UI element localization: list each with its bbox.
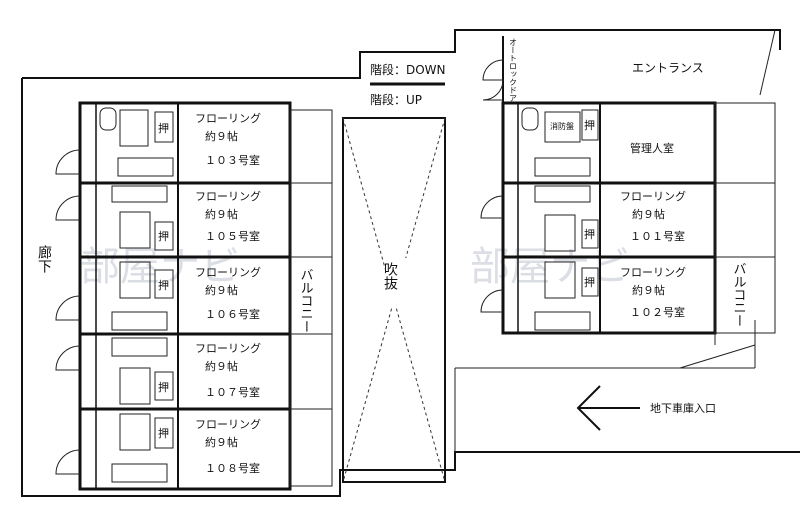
room-105-size: 約９帖 [205,207,238,221]
watermark-text-2: 部屋ナビ [470,244,630,290]
stove-icon [111,463,168,483]
closet-box [581,109,599,141]
unit-107-wet-area [111,337,174,405]
bathtub-icon [119,109,149,147]
left-unit-block: 押 押 押 押 押 フローリング 約９帖 １０３号室 フローリング 約９帖 １０… [55,101,292,491]
room-101-number: １０１号室 [630,229,685,243]
stove-icon [534,185,591,203]
toilet-icon [521,107,539,131]
manager-room-label: 管理人室 [630,141,674,155]
closet-box [154,111,174,143]
unit-105-wet-area [111,185,174,251]
closet-box [154,371,174,401]
room-106-number: １０６号室 [205,307,260,321]
room-102-size: 約９帖 [632,283,665,297]
bathtub-icon [544,261,576,299]
right-unit-outer-wall [501,101,717,335]
door-swing-icon [55,449,81,475]
door-swing-icon [480,289,504,313]
right-unit-block: 消防盤 押 押 押 管理人室 フローリング 約９帖 １０１号室 フローリング 約… [480,101,717,335]
closet-label: 押 [158,426,169,440]
closet-label: 押 [584,227,595,241]
fire-panel-label: 消防盤 [550,121,574,131]
atrium-outline [342,117,446,483]
right-balcony [714,102,776,334]
room-106-floor: フローリング [195,265,261,279]
stove-icon [534,157,591,177]
closet-box [154,269,174,299]
bathtub-icon [119,261,151,299]
closet-box [154,417,174,449]
door-swing-icon [55,195,81,221]
ramp-line [679,344,756,369]
door-swing-icon [55,295,81,321]
autolock-door-label: オートロックドア [509,38,518,102]
closet-label: 押 [158,229,169,243]
stove-icon [111,185,168,203]
stairs-up-label: 階段：UP [370,92,422,107]
atrium-label-bg [385,258,407,306]
closet-box [581,219,599,249]
door-swing-icon [482,59,504,81]
stairs-down-label: 階段：DOWN [370,62,446,77]
room-101-floor: フローリング [620,189,686,203]
closet-label: 押 [584,118,595,132]
corridor-label: 廊下 [36,244,52,273]
room-108-floor: フローリング [195,417,261,431]
closet-label: 押 [158,278,169,292]
upper-right-wall [759,29,776,96]
fire-panel-box [544,111,581,143]
room-108-number: １０８号室 [205,461,260,475]
door-swing-icon [480,195,504,219]
room-103-floor: フローリング [195,111,261,125]
room-105-number: １０５号室 [205,229,260,243]
room-107-number: １０７号室 [205,385,260,399]
balcony-outline [289,109,333,487]
toilet-icon [99,107,117,131]
closet-box [154,221,174,251]
room-106-size: 約９帖 [205,283,238,297]
room-108-size: 約９帖 [205,435,238,449]
left-balcony-label: バルコニー [298,268,314,333]
unit-108-wet-area [111,413,174,483]
watermark-text: 部屋ナビ [80,244,240,290]
atrium-label: 吹抜 [382,262,398,291]
right-balcony-label: バルコニー [731,262,747,327]
room-101-size: 約９帖 [632,207,665,221]
bathtub-icon [119,413,151,451]
room-103-number: １０３号室 [205,153,260,167]
entrance-label: エントランス [632,61,704,75]
closet-label: 押 [158,121,169,135]
stove-icon [534,311,591,331]
unit-103-wet-area [99,107,174,177]
room-103-size: 約９帖 [205,129,238,143]
closet-label: 押 [158,380,169,394]
stove-icon [111,337,168,357]
door-swing-icon [55,345,81,371]
stove-icon [117,157,174,177]
closet-box [581,267,599,297]
room-102-number: １０２号室 [630,305,685,319]
atrium [342,117,446,483]
room-107-size: 約９帖 [205,359,238,373]
parking-entrance-label: 地下車庫入口 [650,401,716,415]
unit-106-wet-area [111,261,174,331]
balcony-outline [714,102,776,334]
bathtub-icon [544,214,576,252]
room-102-floor: フローリング [620,265,686,279]
door-swing-icon [55,149,81,175]
door-swing-icon [482,79,504,101]
bathtub-icon [119,367,151,405]
room-105-floor: フローリング [195,189,261,203]
arrow-left-icon [576,385,640,431]
bathtub-icon [119,211,151,249]
stove-icon [111,311,168,331]
closet-label: 押 [584,275,595,289]
left-balcony [289,109,333,487]
room-107-floor: フローリング [195,341,261,355]
